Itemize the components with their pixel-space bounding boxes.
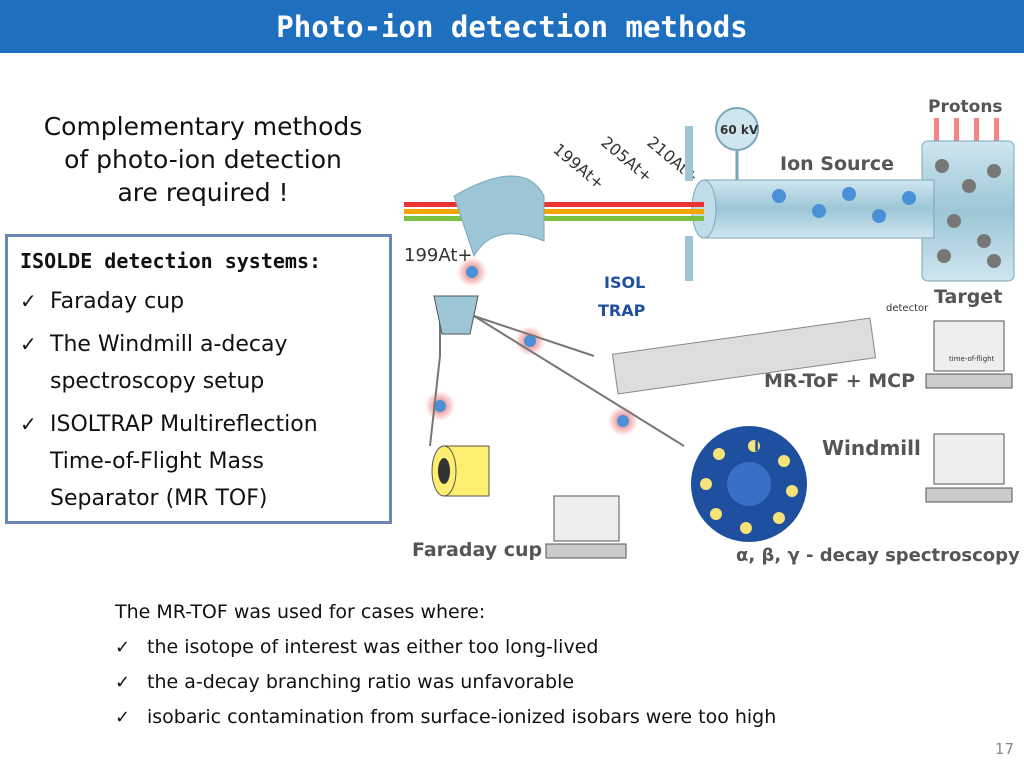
decay-spectroscopy-label: α, β, γ - decay spectroscopy [736, 545, 1020, 566]
isoltrap-logo-bottom: TRAP [598, 301, 646, 320]
proton-beam-arrows [934, 118, 999, 158]
monitor-mrtof: time-of-flight [925, 320, 1013, 389]
list-item: isobaric contamination from surface-ioni… [115, 700, 776, 735]
protons-label: Protons [928, 97, 1003, 117]
voltage-label: 60 kV [720, 123, 759, 137]
windmill-detector [691, 426, 807, 542]
list-item: the isotope of interest was either too l… [115, 630, 776, 665]
list-item: Faraday cup [18, 283, 379, 320]
laser-beams [404, 202, 704, 221]
detector-label: detector [886, 303, 929, 314]
beam-label-210: 210At+ [643, 133, 702, 187]
detection-systems-box: ISOLDE detection systems: Faraday cup Th… [5, 234, 392, 524]
list-item: ISOLTRAP Multireflection Time-of-Flight … [18, 406, 379, 517]
faraday-cup [431, 445, 490, 497]
intro-text: Complementary methods of photo-ion detec… [28, 110, 378, 209]
monitor-faraday [545, 495, 627, 559]
isoltrap-logo-top: ISOL [604, 273, 645, 292]
mrtof-label: MR-ToF + MCP [764, 370, 915, 392]
monitor-label: time-of-flight [949, 355, 995, 363]
iks-logo: IIKS [754, 439, 785, 455]
faraday-label: Faraday cup [412, 539, 542, 561]
list-item: The Windmill a-decay spectroscopy setup [18, 326, 379, 400]
isoltrap-logo: ISOL TRAP [598, 273, 646, 320]
mrtof-notes: The MR-TOF was used for cases where: the… [115, 595, 776, 735]
title-bar: Photo-ion detection methods [0, 0, 1024, 53]
selected-beam-label: 199At+ [404, 245, 473, 266]
bending-magnet [453, 175, 545, 258]
slide-title: Photo-ion detection methods [276, 9, 748, 44]
list-item: the a-decay branching ratio was unfavora… [115, 665, 776, 700]
notes-intro: The MR-TOF was used for cases where: [115, 601, 486, 623]
ion-source-label: Ion Source [780, 153, 894, 175]
intro-line-3: are required ! [117, 178, 289, 207]
page-number: 17 [994, 740, 1014, 758]
intro-line-2: of photo-ion detection [64, 145, 342, 174]
detection-systems-list: Faraday cup The Windmill a-decay spectro… [18, 283, 379, 517]
deflector [433, 295, 479, 335]
notes-list: the isotope of interest was either too l… [115, 630, 776, 735]
isolde-diagram: Protons Ion Source Target 60 kV 199At+ 2… [404, 97, 1020, 566]
mrtof-device [611, 317, 877, 395]
detection-systems-heading: ISOLDE detection systems: [20, 249, 322, 273]
intro-line-1: Complementary methods [43, 112, 363, 141]
target-label: Target [934, 286, 1002, 308]
windmill-label: Windmill [822, 436, 921, 460]
monitor-windmill [925, 433, 1013, 503]
source-ions [772, 159, 1001, 268]
